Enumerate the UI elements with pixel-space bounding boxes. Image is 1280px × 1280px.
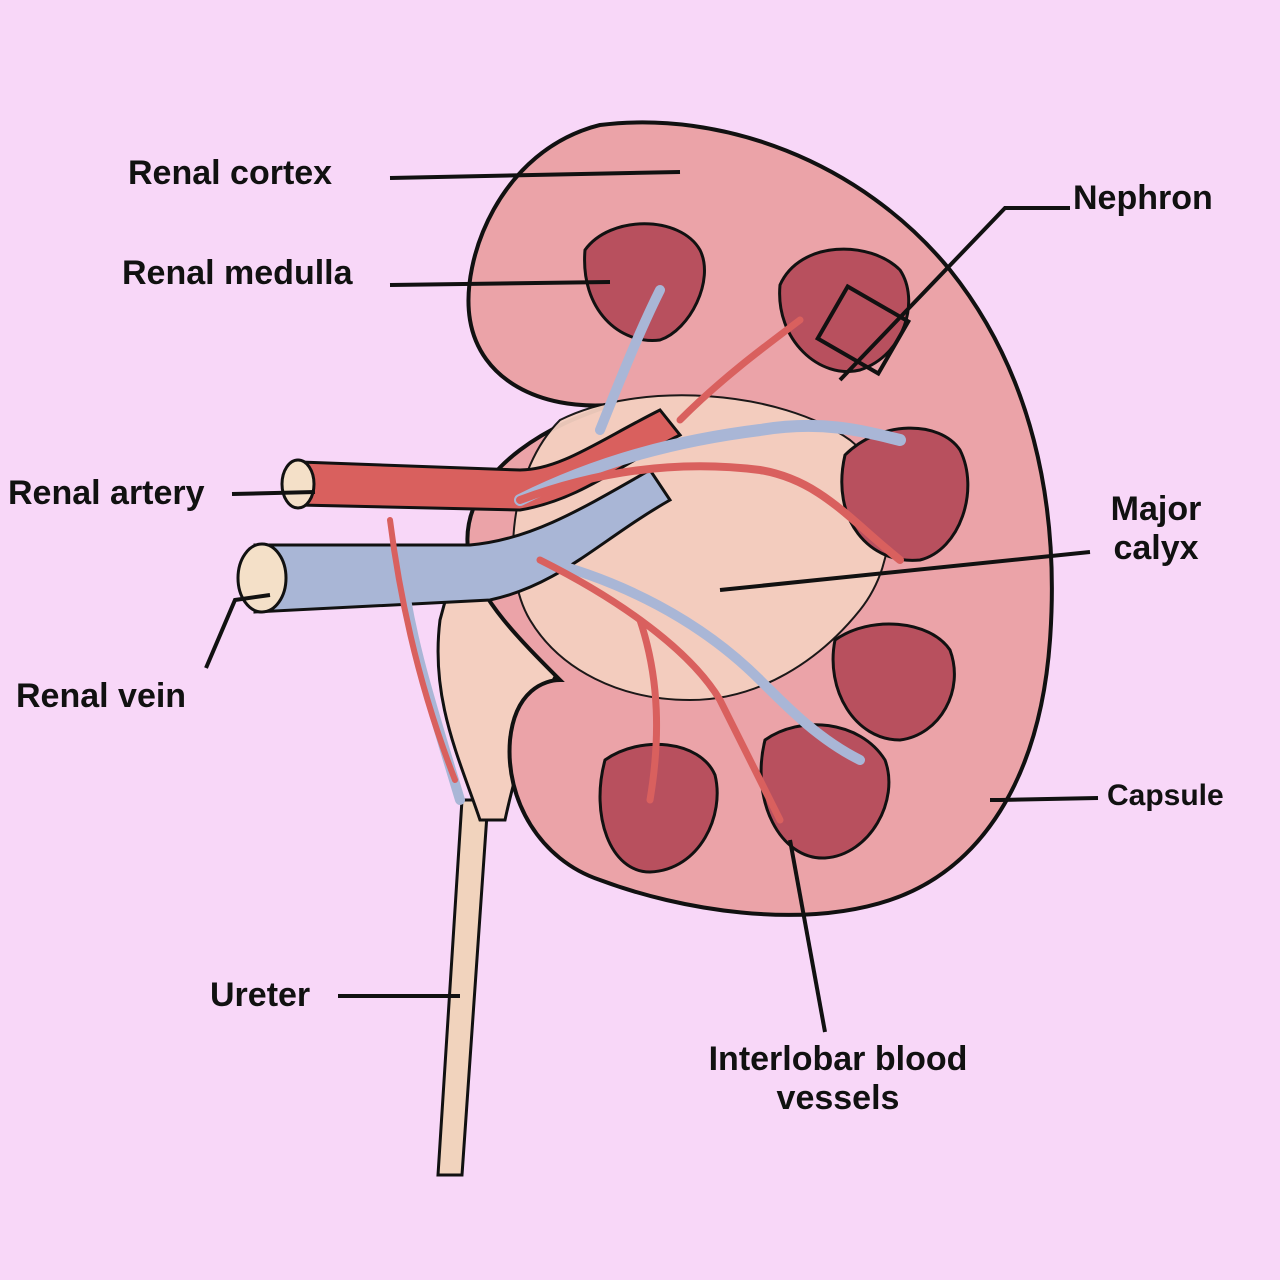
label-major-calyx: Major calyx (1096, 490, 1216, 568)
ureter-tube (436, 798, 490, 1177)
label-interlobar-blood-vessels: Interlobar blood vessels (680, 1040, 996, 1118)
label-renal-artery: Renal artery (8, 474, 205, 512)
label-renal-cortex: Renal cortex (128, 154, 333, 192)
label-nephron: Nephron (1073, 179, 1213, 217)
label-interlobar-line1: Interlobar blood (708, 1040, 968, 1078)
label-renal-vein: Renal vein (16, 677, 187, 715)
nephron-box (814, 283, 912, 377)
label-major-calyx-line2: calyx (1113, 529, 1199, 568)
interlobar-vessels (387, 285, 906, 824)
renal-artery (298, 408, 683, 512)
label-interlobar-line2: vessels (776, 1079, 900, 1118)
leader-lines (204, 170, 1099, 1033)
label-ureter: Ureter (210, 976, 311, 1014)
label-major-calyx-line1: Major (1110, 490, 1202, 528)
label-capsule: Capsule (1107, 779, 1224, 812)
label-renal-medulla: Renal medulla (122, 254, 353, 292)
renal-vein-opening (236, 542, 288, 614)
renal-artery-opening (280, 458, 316, 510)
renal-vein (253, 468, 673, 614)
